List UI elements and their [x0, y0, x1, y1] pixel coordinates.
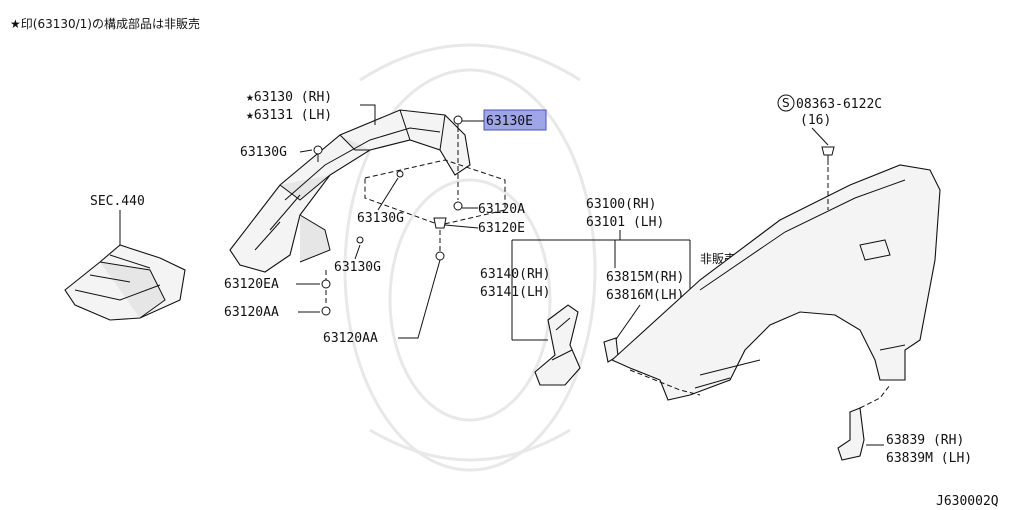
part-front-fender[interactable] [611, 164, 941, 401]
label-63839m-lh[interactable]: 63839M (LH) [886, 451, 972, 466]
part-63839-mudguard[interactable] [837, 407, 865, 461]
highlight-63130e[interactable] [483, 109, 547, 131]
label-08363[interactable]: 08363-6122C [796, 97, 882, 112]
label-63120e[interactable]: 63120E [478, 221, 525, 236]
label-08363-qty: (16) [800, 113, 831, 128]
clip-63120e[interactable] [433, 217, 447, 229]
clip-63130e[interactable] [453, 115, 463, 132]
label-63120ea[interactable]: 63120EA [224, 277, 279, 292]
clip-63120a[interactable] [453, 201, 463, 211]
part-sec440[interactable] [64, 244, 186, 321]
label-63839-rh[interactable]: 63839 (RH) [886, 433, 964, 448]
s-symbol-circle [777, 94, 795, 112]
clip-63130g-top[interactable] [313, 145, 323, 162]
label-63120aa-bottom[interactable]: 63120AA [323, 331, 378, 346]
label-63101-lh[interactable]: 63101 (LH) [586, 215, 664, 230]
label-63816m[interactable]: 63816M(LH) [606, 288, 684, 303]
bolt-08363[interactable] [821, 146, 835, 165]
clip-63120ea[interactable] [321, 279, 331, 289]
label-63130g-low[interactable]: 63130G [334, 260, 381, 275]
watermark-emblem [343, 43, 597, 472]
part-63140-bracket[interactable] [534, 304, 581, 386]
label-63130-rh[interactable]: ★63130 (RH) [246, 90, 332, 105]
label-63131-lh[interactable]: ★63131 (LH) [246, 108, 332, 123]
label-63130e[interactable]: 63130E [486, 114, 533, 129]
label-63141-lh[interactable]: 63141(LH) [480, 285, 550, 300]
label-63130g-mid[interactable]: 63130G [357, 211, 404, 226]
label-s-symbol: S [782, 96, 790, 110]
label-sec440[interactable]: SEC.440 [90, 194, 145, 209]
label-63130g-top[interactable]: 63130G [240, 145, 287, 160]
part-fender-liner[interactable] [229, 109, 471, 273]
clip-63120aa-left[interactable] [321, 306, 331, 316]
diagram-id: J630002Q [936, 494, 999, 509]
label-63815m[interactable]: 63815M(RH) [606, 270, 684, 285]
header-note: ★印(63130/1)の構成部品は非販売 [10, 16, 200, 31]
label-63120aa-left[interactable]: 63120AA [224, 305, 279, 320]
label-63140-rh[interactable]: 63140(RH) [480, 267, 550, 282]
label-63120a[interactable]: 63120A [478, 202, 525, 217]
label-63100-rh[interactable]: 63100(RH) [586, 197, 656, 212]
